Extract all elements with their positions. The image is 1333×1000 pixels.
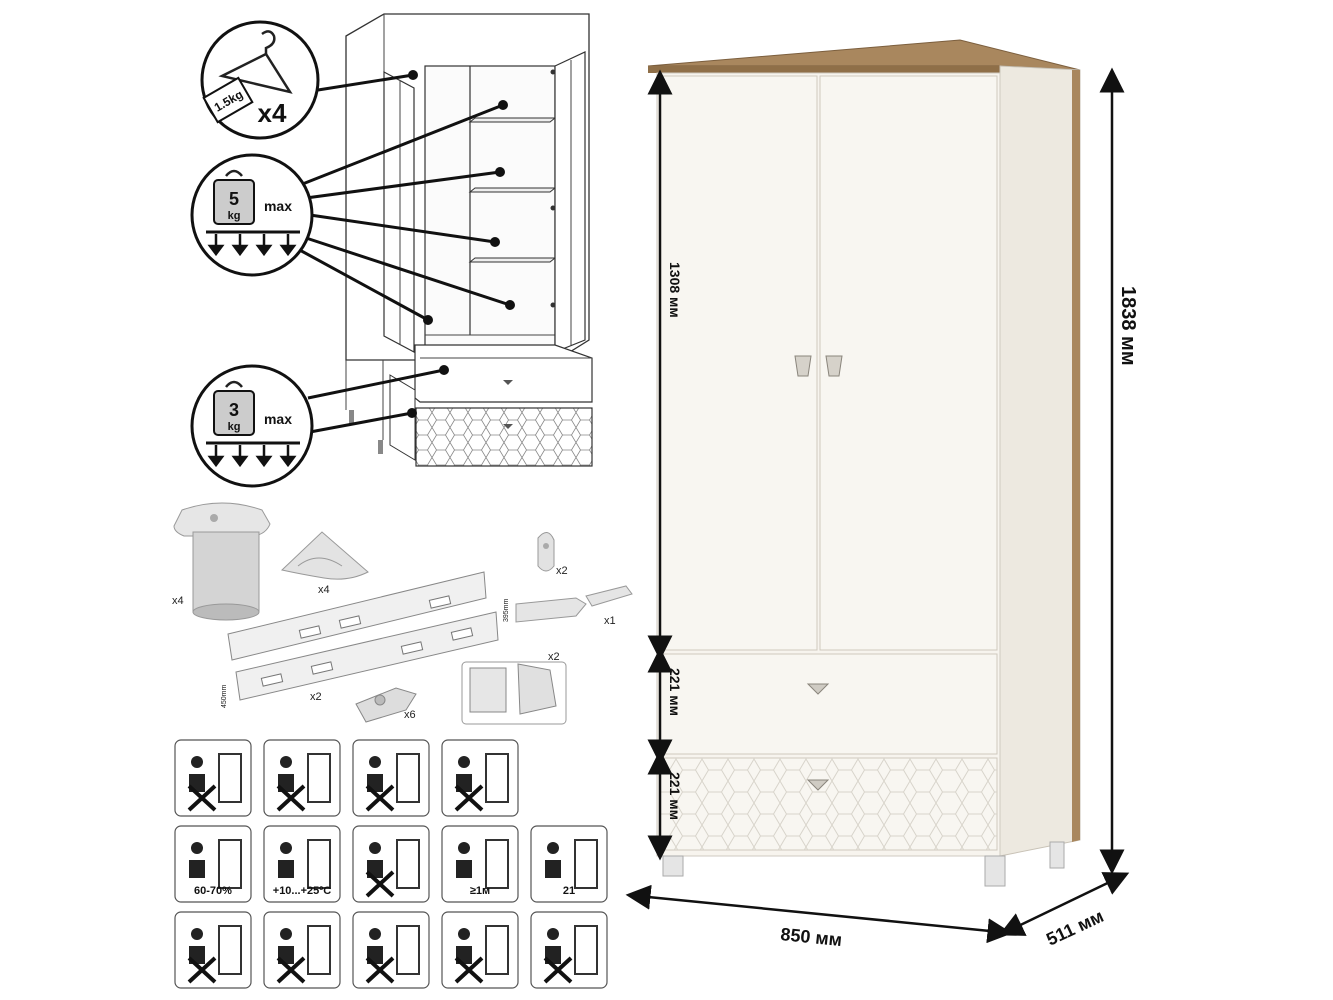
heater-distance-icon: ≥1м bbox=[441, 825, 519, 903]
corner-part bbox=[280, 531, 369, 580]
drawer-max-label: max bbox=[264, 411, 292, 427]
hook-qty-label: x2 bbox=[556, 565, 568, 577]
hanger-count-label: x4 bbox=[258, 98, 287, 128]
bracket-part bbox=[461, 661, 567, 725]
no-abrasive-icon bbox=[174, 911, 252, 989]
no-overload-icon bbox=[530, 911, 608, 989]
height-total-label: 1838 мм bbox=[1117, 286, 1139, 366]
no-sitting-icon bbox=[174, 739, 252, 817]
leg-part bbox=[173, 502, 271, 621]
callout-lines bbox=[295, 73, 511, 434]
wood-top bbox=[647, 39, 1081, 71]
humidity-label: 60-70% bbox=[194, 885, 232, 897]
drawer-top-label: 221 мм bbox=[667, 668, 683, 716]
ventilate-room-icon: 21 bbox=[530, 825, 608, 903]
hanger-load-badge: 1.5kg x4 bbox=[200, 20, 320, 140]
leg-qty-label: x4 bbox=[172, 595, 184, 607]
wardrobe-front-view bbox=[647, 39, 1081, 887]
bottom-drawer-handle bbox=[806, 779, 830, 791]
no-climbing-icon bbox=[352, 739, 430, 817]
rail-qty-label: x1 bbox=[604, 615, 616, 627]
no-standing-icon bbox=[263, 739, 341, 817]
temperature-icon: +10...+25ºC bbox=[263, 825, 341, 903]
top-drawer-handle bbox=[806, 683, 830, 695]
hardware-parts: x4 x4 x2 395mm x1 bbox=[172, 502, 633, 725]
right-door-handle bbox=[825, 355, 843, 377]
drawer-unit-label: kg bbox=[228, 421, 241, 433]
slide-qty-label: x2 bbox=[310, 691, 322, 703]
left-door-handle bbox=[794, 355, 812, 377]
wardrobe-line-drawing bbox=[345, 13, 593, 467]
right-door bbox=[819, 75, 998, 651]
width-label: 850 мм bbox=[780, 924, 843, 950]
hinge-qty-label: x6 bbox=[404, 709, 416, 721]
depth-label: 511 мм bbox=[1043, 906, 1106, 950]
rail-part bbox=[515, 585, 633, 623]
slide-size-label: 450mm bbox=[221, 684, 228, 708]
shelf-max-label: max bbox=[264, 198, 292, 214]
humidity-icon: 60-70% bbox=[174, 825, 252, 903]
bracket-qty-label: x2 bbox=[548, 651, 560, 663]
callout-dots bbox=[407, 70, 515, 418]
no-chemicals-icon bbox=[263, 911, 341, 989]
hook-part bbox=[537, 532, 555, 572]
drawer-slide-part bbox=[227, 571, 499, 701]
leg-front-left bbox=[662, 855, 684, 877]
corner-qty-label: x4 bbox=[318, 584, 330, 596]
left-door bbox=[659, 75, 818, 651]
ventilate-room-label: 21 bbox=[563, 885, 575, 897]
care-icons-grid: 60-70% +10...+25ºC ≥1м 21 bbox=[174, 739, 608, 989]
rail-size-label: 395mm bbox=[503, 598, 510, 622]
hinge-part bbox=[355, 687, 417, 723]
heater-distance-label: ≥1м bbox=[470, 885, 490, 897]
no-pushing-icon bbox=[441, 911, 519, 989]
height-doors-label: 1308 мм bbox=[667, 262, 683, 318]
drawer-bottom-label: 221 мм bbox=[667, 772, 683, 820]
shelf-unit-label: kg bbox=[228, 210, 241, 222]
top-drawer bbox=[659, 653, 998, 755]
leg-back-right bbox=[1049, 841, 1065, 869]
shelf-load-badge: 5 kg max bbox=[190, 153, 314, 277]
drawer-load-badge: 3 kg max bbox=[190, 364, 314, 488]
dimension-lines bbox=[625, 67, 1130, 944]
no-sunlight-icon bbox=[352, 825, 430, 903]
shelf-weight-label: 5 bbox=[229, 189, 239, 209]
no-scrubbing-icon bbox=[352, 911, 430, 989]
leg-front-right bbox=[984, 855, 1006, 887]
no-door-hanging-icon bbox=[441, 739, 519, 817]
drawer-weight-label: 3 bbox=[229, 400, 239, 420]
temperature-label: +10...+25ºC bbox=[273, 885, 332, 897]
